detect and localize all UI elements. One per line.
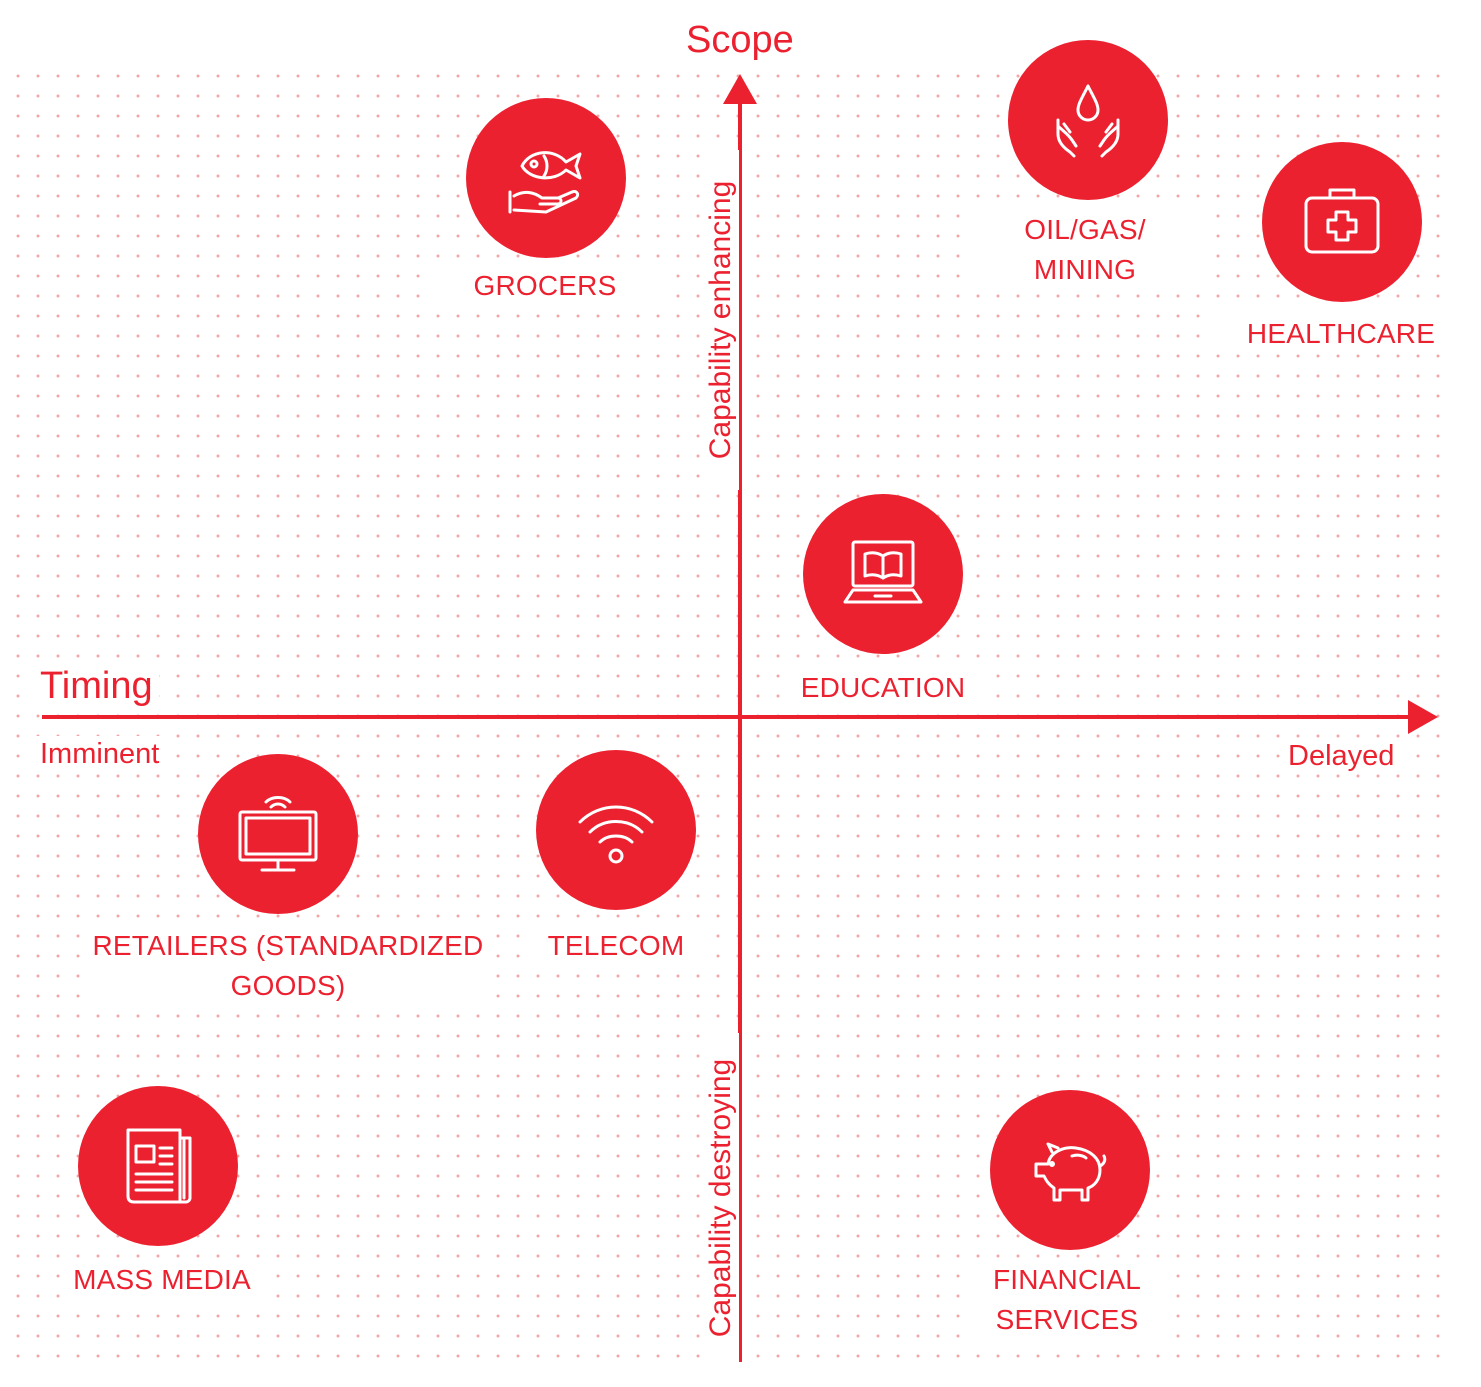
scope-axis-arrow [723,74,757,104]
timing-axis-title: Timing [34,664,159,708]
oil-gas-mining-circle [1008,40,1168,200]
droplet-hands-icon [1056,84,1120,158]
retailers-circle [198,754,358,914]
financial-services-circle [990,1090,1150,1250]
telecom-circle [536,750,696,910]
healthcare-circle [1262,142,1422,302]
retailers-label: RETAILERS (STANDARDIZED GOODS) [80,926,496,1006]
capability-enhancing-label: Capability enhancing [703,150,739,490]
education-circle [803,494,963,654]
mass-media-label: MASS MEDIA [60,1260,264,1300]
imminent-label: Imminent [34,736,166,772]
oil-gas-mining-label: OIL/GAS/ MINING [960,210,1210,290]
financial-services-label: FINANCIAL SERVICES [964,1260,1170,1340]
delayed-label: Delayed [1282,738,1401,774]
grocers-circle [466,98,626,258]
timing-axis-arrow [1408,700,1438,734]
piggy-bank-icon [1034,1142,1107,1202]
grocers-label: GROCERS [430,266,660,306]
healthcare-label: HEALTHCARE [1216,314,1466,354]
wifi-icon [578,805,654,864]
medical-kit-icon [1304,188,1380,254]
scope-axis-title: Scope [678,18,802,62]
newspaper-icon [126,1128,192,1204]
fish-hand-icon [508,151,582,214]
capability-destroying-label: Capability destroying [703,1033,739,1363]
education-label: EDUCATION [780,668,986,708]
laptop-book-icon [843,540,923,604]
mass-media-circle [78,1086,238,1246]
tv-icon [238,796,318,872]
telecom-label: TELECOM [520,926,712,966]
